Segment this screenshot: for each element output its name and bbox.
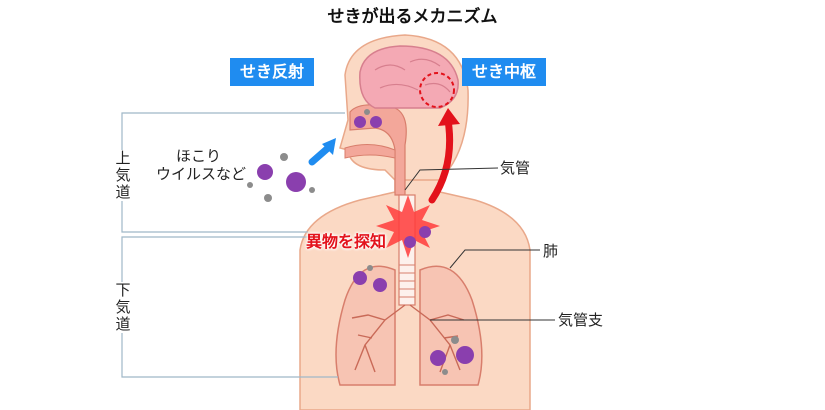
dust	[364, 109, 370, 115]
trachea-label: 気管	[500, 159, 531, 177]
leader-lines	[404, 167, 555, 321]
inhale-arrow	[308, 138, 336, 166]
badge-cough-center: せき中枢	[462, 58, 547, 86]
dust	[280, 153, 288, 161]
dust	[451, 336, 459, 344]
dust-label-line2: ウイルスなど	[156, 165, 247, 183]
dust	[309, 187, 315, 193]
virus	[430, 350, 446, 366]
virus	[419, 226, 431, 238]
dust	[247, 182, 253, 188]
dust-particles	[247, 109, 459, 375]
upper-airway-label: 上気道	[115, 149, 131, 201]
virus	[286, 172, 306, 192]
lung-label: 肺	[543, 242, 559, 260]
detect-label: 異物を探知	[306, 232, 387, 251]
virus	[370, 116, 382, 128]
bronchi-label: 気管支	[558, 311, 604, 329]
detection-burst	[376, 195, 440, 258]
badge-cough-reflex: せき反射	[230, 58, 315, 86]
mouth-cavity	[344, 144, 396, 159]
dust-label-line1: ほこり	[176, 147, 222, 165]
virus	[354, 116, 366, 128]
virus	[404, 236, 416, 248]
virus	[373, 278, 387, 292]
cough-center-marker	[419, 72, 455, 108]
dust	[264, 194, 272, 202]
dust	[442, 369, 448, 375]
bronchi-branches	[351, 304, 465, 373]
virus	[456, 346, 474, 364]
virus	[353, 271, 367, 285]
signal-arrow	[428, 108, 460, 204]
dust	[367, 265, 373, 271]
lower-airway-label: 下気道	[115, 281, 131, 333]
virus-particles	[257, 116, 474, 366]
diagram-title: せきが出るメカニズム	[327, 7, 498, 27]
virus	[257, 164, 273, 180]
